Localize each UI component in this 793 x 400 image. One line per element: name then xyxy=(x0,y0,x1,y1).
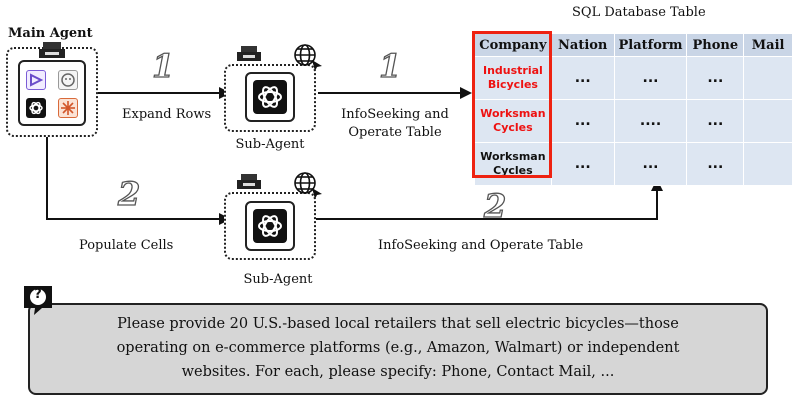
company-column-highlight xyxy=(472,31,552,178)
model-tile-2 xyxy=(58,70,78,90)
table-cell: ... xyxy=(686,142,745,186)
globe-icon xyxy=(294,172,322,199)
question-line-1: Please provide 20 U.S.-based local retai… xyxy=(117,316,679,332)
company-name-line2: Cycles xyxy=(493,121,533,134)
header-company: Company xyxy=(474,33,552,57)
model-logo-icon xyxy=(30,73,44,87)
question-text: Please provide 20 U.S.-based local retai… xyxy=(28,312,768,384)
infoseeking-label-2: InfoSeeking and Operate Table xyxy=(378,238,584,253)
sub-agent-1-label: Sub-Agent xyxy=(235,137,305,152)
question-line-3: websites. For each, please specify: Phon… xyxy=(181,364,615,380)
company-name-line1: Industrial xyxy=(483,64,543,78)
table-cell: ... xyxy=(686,99,745,143)
sub-agent-2-box xyxy=(245,201,295,251)
arrow-main-to-sub2 xyxy=(46,218,222,220)
model-tile-1 xyxy=(26,70,46,90)
expand-rows-label: Expand Rows xyxy=(122,107,212,122)
table-cell xyxy=(743,142,793,186)
question-icon xyxy=(24,286,52,315)
tool-icon xyxy=(237,46,261,61)
model-tile-4 xyxy=(58,98,78,118)
openai-icon xyxy=(29,101,43,115)
step-number-1a: 1 xyxy=(151,47,175,85)
model-tile-3 xyxy=(26,98,46,118)
arrow-main-to-sub1 xyxy=(98,92,221,94)
table-title: SQL Database Table xyxy=(572,5,706,20)
openai-icon xyxy=(253,209,287,243)
arrow-sub1-to-table xyxy=(318,92,462,94)
question-box xyxy=(28,303,768,395)
table-cell: .... xyxy=(613,99,688,143)
main-agent-box xyxy=(18,60,86,126)
line-sub2-to-table xyxy=(316,218,658,220)
company-name-line1: Worksman xyxy=(480,107,546,121)
table-cell: ... xyxy=(613,142,688,186)
table-cell: ... xyxy=(550,142,615,186)
sub-agent-2-label: Sub-Agent xyxy=(243,272,313,287)
company-name-line2: Bicycles xyxy=(487,78,538,91)
table-cell xyxy=(743,99,793,143)
globe-icon xyxy=(294,44,322,71)
step-number-2a: 2 xyxy=(117,175,141,213)
table-cell xyxy=(743,56,793,100)
line-up-to-table xyxy=(656,190,658,220)
header-platform: Platform xyxy=(613,33,688,57)
operate-table-label-1: Operate Table xyxy=(348,125,442,140)
openai-icon xyxy=(253,80,287,114)
main-agent-title: Main Agent xyxy=(8,26,93,41)
table-cell: ... xyxy=(550,99,615,143)
table-cell: ... xyxy=(613,56,688,100)
company-name-line2: Cycles xyxy=(493,164,533,177)
table-cell: ... xyxy=(550,56,615,100)
step-number-1b: 1 xyxy=(378,47,402,85)
question-mark-glyph: ? xyxy=(34,287,42,302)
tool-icon xyxy=(237,174,261,189)
header-nation: Nation xyxy=(550,33,615,57)
header-phone: Phone xyxy=(686,33,745,57)
sub-agent-1-box xyxy=(245,72,295,122)
infoseeking-label-1: InfoSeeking and xyxy=(341,107,449,122)
line-main-down xyxy=(46,137,48,219)
robot-icon xyxy=(61,73,75,87)
sql-table: Company Nation Platform Phone Mail Indus… xyxy=(474,33,793,186)
company-name-line1: Worksman xyxy=(480,150,546,164)
spark-icon xyxy=(61,101,75,115)
populate-cells-label: Populate Cells xyxy=(79,238,174,253)
step-number-2b: 2 xyxy=(483,187,507,225)
header-mail: Mail xyxy=(743,33,793,57)
tool-icon xyxy=(39,42,65,58)
table-cell: ... xyxy=(686,56,745,100)
question-line-2: operating on e-commerce platforms (e.g.,… xyxy=(116,340,680,356)
arrowhead-table-1 xyxy=(460,87,472,99)
